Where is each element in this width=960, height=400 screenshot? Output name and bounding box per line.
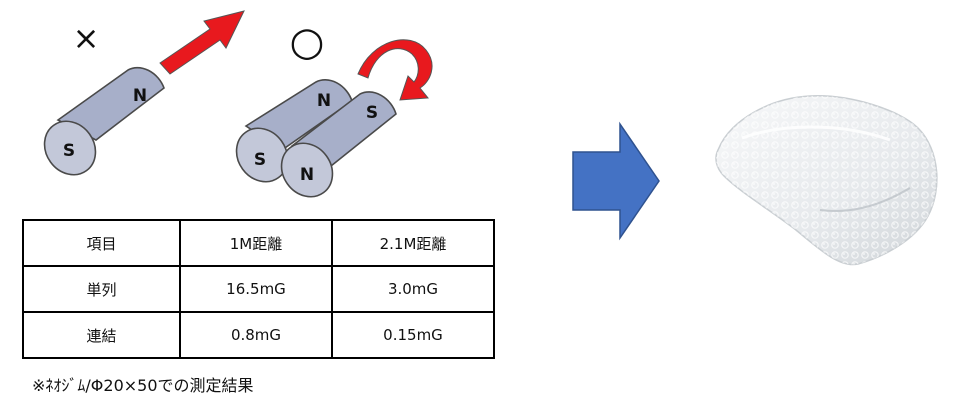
pair-back-pole-n: N: [317, 91, 331, 111]
single-magnet-pole-s: S: [63, 141, 75, 161]
pair-magnet-back: S N: [235, 79, 353, 183]
table-row: 単列 16.5mG 3.0mG: [22, 265, 495, 313]
single-magnet-pole-n: N: [133, 86, 147, 106]
table-header-row: 項目 1M距離 2.1M距離: [22, 219, 495, 267]
table-row: 連結 0.8mG 0.15mG: [22, 311, 495, 359]
pair-front-pole-n: N: [300, 165, 314, 185]
single-magnet: S N: [43, 66, 165, 176]
pair-magnet-front: N S: [280, 91, 397, 198]
footnote: ※ﾈｵｼﾞﾑ/Φ20×50での測定結果: [32, 376, 254, 395]
right-arrow-icon: [572, 121, 660, 241]
table-cell: 16.5mG: [179, 265, 333, 313]
measurement-table: 項目 1M距離 2.1M距離 単列 16.5mG 3.0mG 連結 0.8mG …: [22, 219, 495, 359]
pair-front-pole-s: S: [366, 103, 378, 123]
cross-mark: ×: [73, 19, 100, 57]
table-header-2-1m: 2.1M距離: [331, 219, 495, 267]
circle-mark: ○: [290, 19, 325, 65]
pair-back-pole-s: S: [254, 150, 266, 170]
table-cell: 0.8mG: [179, 311, 333, 359]
table-header-1m: 1M距離: [179, 219, 333, 267]
table-cell: 0.15mG: [331, 311, 495, 359]
table-cell: 単列: [22, 265, 181, 313]
curved-arrow-icon: [357, 39, 433, 101]
table-cell: 3.0mG: [331, 265, 495, 313]
bubble-wrap-package-image: [715, 95, 938, 266]
straight-arrow-icon: [159, 10, 245, 75]
table-header-item: 項目: [22, 219, 181, 267]
table-cell: 連結: [22, 311, 181, 359]
